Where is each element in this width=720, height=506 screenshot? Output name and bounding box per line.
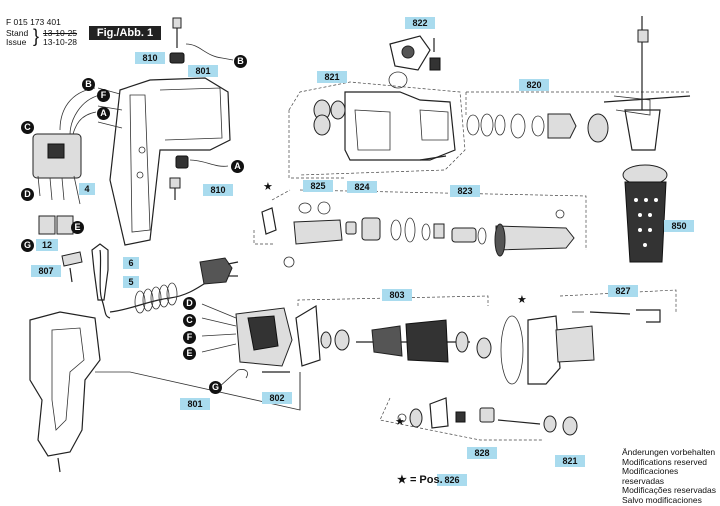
- callout-D-field: D: [183, 297, 196, 310]
- callout-G-field: G: [209, 381, 222, 394]
- note-es: Modificaciones reservadas: [622, 466, 679, 486]
- cable-protector-coils: [134, 282, 178, 314]
- star-marker-828: ★: [395, 416, 405, 428]
- issue-label: Issue: [6, 37, 27, 47]
- part-tag-12: 12: [36, 239, 58, 251]
- part-tag-827: 827: [608, 285, 638, 297]
- modifications-note: Änderungen vorbehalten Modifications res…: [622, 447, 720, 506]
- callout-E-left: E: [71, 221, 84, 234]
- part-tag-5: 5: [123, 276, 139, 288]
- callout-G-left: G: [21, 239, 34, 252]
- part-tag-802: 802: [262, 392, 292, 404]
- parts-823: [390, 209, 575, 257]
- part-tag-824: 824: [347, 181, 377, 193]
- part-tag-828: 828: [467, 447, 497, 459]
- callout-E-field: E: [183, 347, 196, 360]
- star-marker-flange: ★: [517, 294, 527, 306]
- part-tag-850: 850: [664, 220, 694, 232]
- part-tag-6: 6: [123, 257, 139, 269]
- callout-B-left: B: [82, 78, 95, 91]
- part-tag-822: 822: [405, 17, 435, 29]
- legend-star: ★: [397, 474, 407, 486]
- bearings-821: [313, 99, 346, 136]
- note-en: Modifications reserved: [622, 456, 708, 467]
- part-tag-823: 823: [450, 185, 480, 197]
- bearings-820: [466, 113, 609, 143]
- part-tag-4: 4: [79, 183, 95, 195]
- part-tag-801-bottom: 801: [180, 398, 210, 410]
- callout-F-left: F: [97, 89, 110, 102]
- part-tag-807: 807: [31, 265, 61, 277]
- document-number: F 015 173 401: [6, 17, 61, 27]
- legend-pos: ★ = Pos.: [397, 473, 443, 486]
- figure-label: Fig./Abb. 1: [89, 26, 161, 40]
- part-tag-821-top: 821: [317, 71, 347, 83]
- part-tag-820: 820: [519, 79, 549, 91]
- part-tag-821-bottom: 821: [555, 455, 585, 467]
- note-de: Änderungen vorbehalten: [622, 447, 716, 457]
- callout-B-top: B: [234, 55, 247, 68]
- part-tag-826: 826: [437, 474, 467, 486]
- part-tag-810-top: 810: [135, 52, 165, 64]
- callout-C-left: C: [21, 121, 34, 134]
- stand-label: Stand: [6, 28, 29, 38]
- header-brace: }: [33, 26, 40, 46]
- part-tag-810-mid: 810: [203, 184, 233, 196]
- callout-D-left: D: [21, 188, 34, 201]
- callout-F-field: F: [183, 331, 196, 344]
- note-pt: Modificações reservadas: [622, 485, 717, 496]
- callout-A-mid: A: [231, 160, 244, 173]
- note-it: Salvo modificaciones: [622, 494, 702, 505]
- part-tag-801-top: 801: [188, 65, 218, 77]
- star-marker-825: ★: [263, 181, 273, 193]
- issue-date: 13-10-28: [43, 37, 78, 47]
- legend-pos-text: = Pos.: [409, 474, 443, 486]
- stand-date: 13-10-25: [43, 28, 78, 38]
- callout-C-field: C: [183, 314, 196, 327]
- part-tag-803: 803: [382, 289, 412, 301]
- part-tag-825: 825: [303, 180, 333, 192]
- callout-A-left: A: [97, 107, 110, 120]
